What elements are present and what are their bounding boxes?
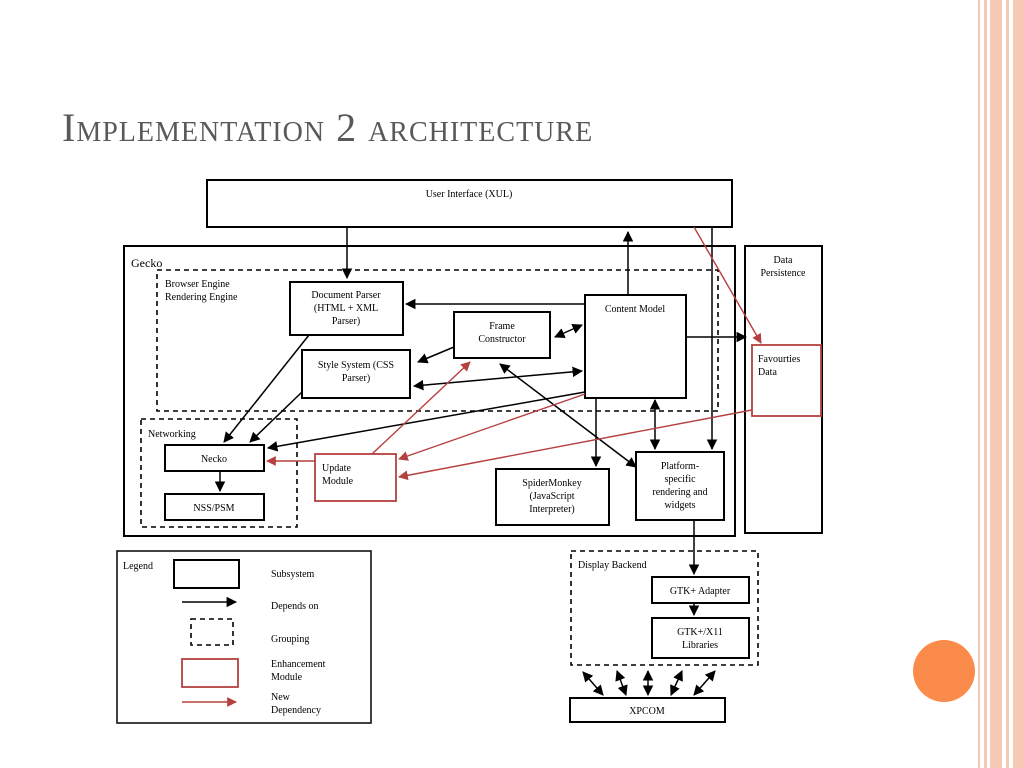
data-persistence-label-1: Data — [774, 255, 793, 266]
gtk-libraries-label-1: GTK+/X11 — [677, 627, 723, 638]
platform-widgets-box — [635, 451, 725, 521]
dep-frame-to-style — [417, 346, 455, 364]
update-module-label-2: Module — [322, 476, 354, 487]
networking-group — [140, 418, 298, 528]
user-interface-label: User Interface (XUL) — [426, 189, 513, 200]
dep-frame-platform — [499, 363, 637, 468]
necko-box — [164, 444, 265, 472]
accent-circle — [913, 640, 975, 702]
style-system-box — [301, 349, 411, 399]
display-backend-label: Display Backend — [578, 560, 647, 571]
spidermonkey-label-1: SpiderMonkey — [522, 478, 581, 489]
frame-constructor-label-1: Frame — [489, 321, 515, 332]
new-dep-update-to-frame — [371, 361, 471, 455]
dep-frame-content — [554, 324, 583, 338]
new-dep-ui-to-favourites — [693, 226, 762, 344]
style-system-label-2: Parser) — [342, 373, 370, 384]
legend-new-dep-label-2: Dependency — [271, 705, 321, 716]
spidermonkey-box — [495, 468, 610, 526]
gtk-libraries-label-2: Libraries — [682, 640, 718, 651]
necko-label: Necko — [201, 454, 227, 465]
legend-enhancement-swatch — [181, 658, 239, 688]
document-parser-box — [289, 281, 404, 336]
update-module-label-1: Update — [322, 463, 351, 474]
browser-engine-label-1: Browser Engine — [165, 279, 230, 290]
frame-constructor-label-2: Constructor — [478, 334, 526, 345]
data-persistence-label-2: Persistence — [761, 268, 807, 279]
legend-new-dep-label-1: New — [271, 692, 291, 703]
new-dep-favourites-to-update — [398, 409, 753, 481]
legend-enhancement-label-2: Module — [271, 672, 303, 683]
style-system-label-1: Style System (CSS — [318, 360, 394, 371]
legend-box — [116, 550, 372, 724]
slide-title: Implementation 2 architecture — [62, 105, 594, 150]
dep-content-to-necko — [266, 391, 586, 452]
frame-constructor-box — [453, 311, 551, 359]
gecko-label: Gecko — [131, 256, 162, 270]
dep-xpcom-1 — [582, 671, 604, 696]
platform-label-1: Platform- — [661, 461, 699, 472]
nss-psm-label: NSS/PSM — [193, 503, 234, 514]
gtk-libraries-box — [651, 617, 750, 659]
legend-subsystem-label: Subsystem — [271, 569, 315, 580]
right-stripe-edge — [1013, 0, 1024, 768]
legend-enhancement-label-1: Enhancement — [271, 659, 326, 670]
platform-label-3: rendering and — [652, 487, 707, 498]
gtk-adapter-label: GTK+ Adapter — [670, 586, 731, 597]
xpcom-label: XPCOM — [629, 706, 665, 717]
gtk-adapter-box — [651, 576, 750, 604]
spidermonkey-label-2: (JavaScript — [530, 491, 575, 502]
legend-title: Legend — [123, 561, 153, 572]
xpcom-box — [569, 697, 726, 723]
dep-xpcom-5 — [693, 670, 716, 696]
right-stripe-thin-2 — [984, 0, 987, 768]
favourites-label-2: Data — [758, 367, 777, 378]
legend-grouping-swatch — [190, 618, 234, 646]
right-stripe-wide — [990, 0, 1002, 768]
right-stripe-thin-1 — [978, 0, 980, 768]
document-parser-label-2: (HTML + XML — [314, 303, 378, 314]
document-parser-label-3: Parser) — [332, 316, 360, 327]
dep-xpcom-4 — [670, 670, 683, 696]
right-stripe-thin-3 — [1006, 0, 1009, 768]
display-backend-group — [570, 550, 759, 666]
browser-engine-group — [156, 269, 719, 412]
networking-label: Networking — [148, 429, 196, 440]
platform-label-2: specific — [664, 474, 696, 485]
document-parser-label-1: Document Parser — [311, 290, 381, 301]
legend-depends-label: Depends on — [271, 601, 319, 612]
legend-subsystem-swatch — [173, 559, 240, 589]
update-module-box — [314, 453, 397, 502]
browser-engine-label-2: Rendering Engine — [165, 292, 238, 303]
content-model-label: Content Model — [605, 304, 665, 315]
favourites-data-box — [751, 344, 822, 417]
spidermonkey-label-3: Interpreter) — [529, 504, 575, 515]
dep-parser-to-necko — [223, 334, 310, 443]
dep-xpcom-2 — [615, 670, 628, 696]
legend-grouping-label: Grouping — [271, 634, 309, 645]
platform-label-4: widgets — [664, 500, 695, 511]
new-dep-content-to-update — [398, 393, 586, 461]
nss-psm-box — [164, 493, 265, 521]
dep-style-to-necko — [249, 391, 303, 443]
user-interface-box — [206, 179, 733, 228]
favourites-label-1: Favourties — [758, 354, 800, 365]
